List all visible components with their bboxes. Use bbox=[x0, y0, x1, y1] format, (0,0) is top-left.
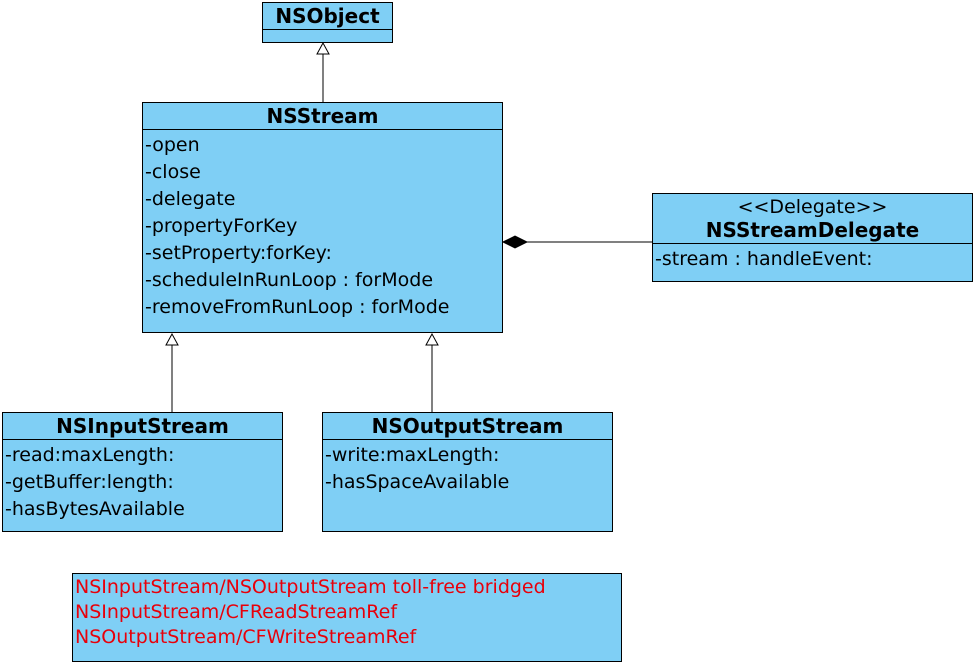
operation: -read:maxLength: bbox=[5, 444, 175, 466]
note-line: NSInputStream/NSOutputStream toll-free b… bbox=[75, 576, 546, 598]
operation: -getBuffer:length: bbox=[5, 471, 174, 493]
class-name: NSInputStream bbox=[3, 413, 282, 440]
class-name: NSStream bbox=[143, 103, 502, 130]
generalization-arrowhead bbox=[425, 332, 439, 346]
class-nsobject[interactable]: NSObject bbox=[262, 2, 393, 43]
class-nsoutputstream[interactable]: NSOutputStream -write:maxLength: -hasSpa… bbox=[322, 412, 613, 532]
note-toll-free-bridging[interactable]: NSInputStream/NSOutputStream toll-free b… bbox=[72, 573, 622, 662]
note-line: NSInputStream/CFReadStreamRef bbox=[75, 601, 398, 623]
operation: -scheduleInRunLoop : forMode bbox=[145, 269, 434, 291]
composition-diamond bbox=[501, 235, 529, 249]
class-name: NSObject bbox=[263, 3, 392, 30]
operation: -propertyForKey bbox=[145, 215, 298, 237]
class-nsinputstream[interactable]: NSInputStream -read:maxLength: -getBuffe… bbox=[2, 412, 283, 532]
operation: -hasSpaceAvailable bbox=[325, 471, 510, 493]
operation: -close bbox=[145, 161, 201, 183]
operation: -open bbox=[145, 134, 200, 156]
operations-list: -write:maxLength: -hasSpaceAvailable bbox=[323, 440, 612, 496]
operations-list: -open -close -delegate -propertyForKey -… bbox=[143, 130, 502, 321]
class-nsstream[interactable]: NSStream -open -close -delegate -propert… bbox=[142, 102, 503, 333]
note-line: NSOutputStream/CFWriteStreamRef bbox=[75, 626, 417, 648]
operation: -delegate bbox=[145, 188, 236, 210]
stereotype-label: <<Delegate>> bbox=[737, 196, 888, 218]
operation: -hasBytesAvailable bbox=[5, 498, 185, 520]
operations-list: -stream : handleEvent: bbox=[653, 244, 972, 273]
operation: -setProperty:forKey: bbox=[145, 242, 332, 264]
class-nsstreamdelegate[interactable]: <<Delegate>> NSStreamDelegate -stream : … bbox=[652, 193, 973, 282]
class-name: NSOutputStream bbox=[323, 413, 612, 440]
generalization-arrowhead bbox=[165, 332, 179, 346]
operation: -write:maxLength: bbox=[325, 444, 500, 466]
generalization-arrowhead bbox=[316, 41, 330, 55]
operations-list: -read:maxLength: -getBuffer:length: -has… bbox=[3, 440, 282, 523]
class-name: NSStreamDelegate bbox=[653, 218, 972, 244]
operation: -removeFromRunLoop : forMode bbox=[145, 296, 450, 318]
operation: -stream : handleEvent: bbox=[655, 248, 873, 270]
